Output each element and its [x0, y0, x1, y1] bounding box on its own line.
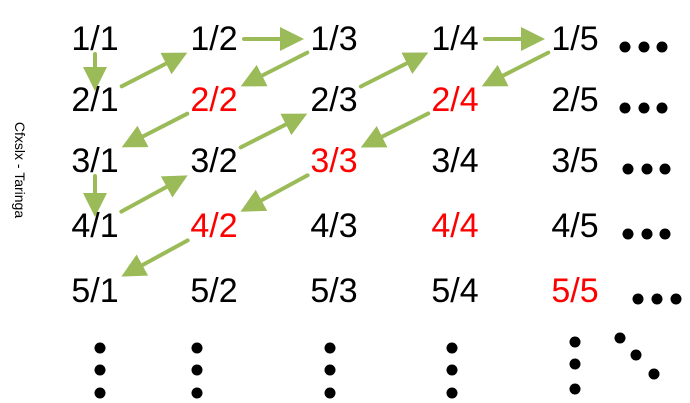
path-arrow-3-3-to-4-2	[240, 173, 310, 212]
fraction-4-4: 4/4	[431, 207, 479, 245]
fraction-4-2: 4/2	[190, 207, 238, 245]
path-arrow-2-3-to-1-4	[358, 52, 429, 89]
fraction-1-2: 1/2	[190, 20, 238, 58]
path-arrow-4-2-to-5-1	[121, 238, 190, 277]
column-ellipsis-dot-3-1	[324, 342, 336, 354]
fraction-5-2: 5/2	[190, 272, 238, 310]
row-ellipsis-dot-4-2	[641, 228, 653, 240]
fraction-1-3: 1/3	[310, 20, 358, 58]
fraction-2-1: 2/1	[71, 81, 119, 119]
row-ellipsis-dot-4-3	[659, 228, 671, 240]
fraction-5-5: 5/5	[551, 272, 599, 310]
column-ellipsis-dot-3-2	[324, 364, 336, 376]
fraction-4-1: 4/1	[71, 207, 119, 245]
path-arrow-2-4-to-3-3	[360, 111, 431, 148]
column-ellipsis-dot-2-2	[191, 364, 203, 376]
row-ellipsis-dot-3-3	[659, 163, 671, 175]
row-ellipsis-dot-5-1	[632, 293, 644, 305]
row-ellipsis-dot-3-2	[641, 163, 653, 175]
column-ellipsis-dot-2-3	[191, 387, 203, 399]
fraction-2-3: 2/3	[310, 81, 358, 119]
row-ellipsis-dot-4-1	[622, 228, 634, 240]
column-ellipsis-dot-5-1	[569, 336, 581, 348]
column-ellipsis-dot-3-3	[324, 387, 336, 399]
path-arrow-2-2-to-3-1	[121, 111, 190, 148]
credit-label: Cfxslx - Taringa	[12, 121, 28, 219]
path-arrow-2-1-to-1-2	[119, 52, 188, 89]
fraction-1-4: 1/4	[431, 20, 479, 58]
fraction-5-3: 5/3	[310, 272, 358, 310]
row-ellipsis-dot-5-3	[670, 293, 682, 305]
column-ellipsis-dot-4-2	[446, 364, 458, 376]
fraction-2-5: 2/5	[551, 81, 599, 119]
column-ellipsis-dot-1-1	[94, 342, 106, 354]
continuation-dots	[94, 41, 682, 399]
fraction-3-2: 3/2	[190, 142, 238, 180]
column-ellipsis-dot-4-3	[446, 387, 458, 399]
row-ellipsis-dot-2-1	[619, 102, 631, 114]
column-ellipsis-dot-5-3	[569, 383, 581, 395]
column-ellipsis-dot-2-1	[191, 342, 203, 354]
row-ellipsis-dot-1-3	[656, 41, 668, 53]
row-ellipsis-dot-1-1	[619, 41, 631, 53]
path-arrow-4-1-to-3-2	[119, 175, 188, 214]
fraction-5-1: 5/1	[71, 272, 119, 310]
path-arrow-1-5-to-2-4	[481, 50, 551, 87]
column-ellipsis-dot-1-2	[94, 364, 106, 376]
fraction-2-4: 2/4	[431, 81, 479, 119]
column-ellipsis-dot-1-3	[94, 387, 106, 399]
fraction-1-1: 1/1	[71, 20, 119, 58]
row-ellipsis-dot-3-1	[622, 163, 634, 175]
row-ellipsis-dot-2-2	[638, 102, 650, 114]
path-arrow-1-3-to-2-2	[240, 50, 310, 87]
column-ellipsis-dot-5-2	[569, 358, 581, 370]
fraction-3-1: 3/1	[71, 142, 119, 180]
fraction-2-2: 2/2	[190, 81, 238, 119]
diagonal-ellipsis-dot-1	[614, 332, 626, 344]
fraction-1-5: 1/5	[551, 20, 599, 58]
enumeration-path	[83, 27, 551, 277]
row-ellipsis-dot-2-3	[656, 102, 668, 114]
row-ellipsis-dot-1-2	[638, 41, 650, 53]
fraction-4-5: 4/5	[551, 207, 599, 245]
fraction-5-4: 5/4	[431, 272, 479, 310]
fraction-3-5: 3/5	[551, 142, 599, 180]
column-ellipsis-dot-4-1	[446, 342, 458, 354]
fraction-3-4: 3/4	[431, 142, 479, 180]
diagonal-ellipsis-dot-3	[648, 368, 660, 380]
fraction-4-3: 4/3	[310, 207, 358, 245]
fraction-3-3: 3/3	[310, 142, 358, 180]
diagonal-ellipsis-dot-2	[630, 349, 642, 361]
row-ellipsis-dot-5-2	[651, 293, 663, 305]
path-arrow-3-2-to-2-3	[238, 113, 308, 150]
